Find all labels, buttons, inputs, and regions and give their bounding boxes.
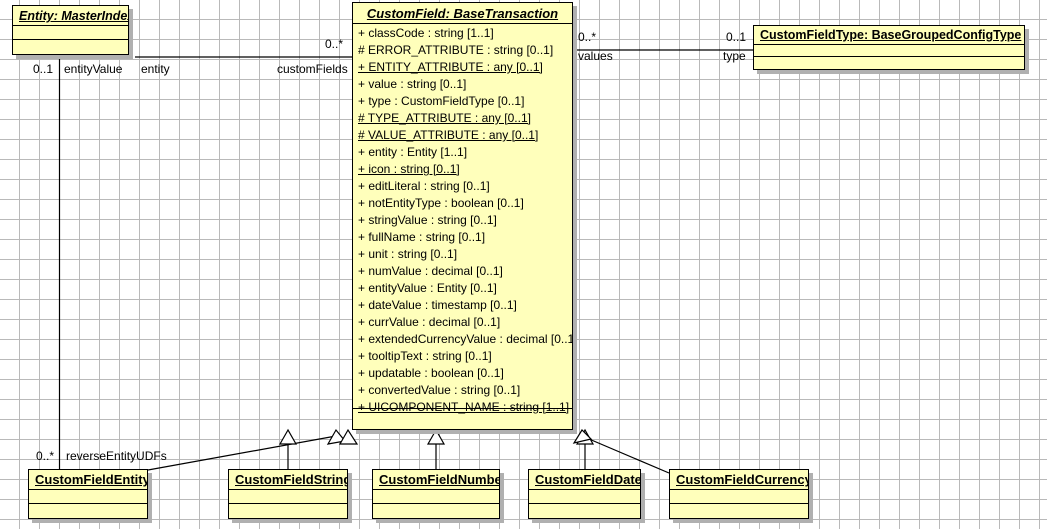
- class-customfielddate-operations: [529, 504, 640, 518]
- class-customfield-basetransaction[interactable]: CustomField: BaseTransaction + classCode…: [352, 2, 573, 430]
- attribute-row: # ERROR_ATTRIBUTE : string [0..1]: [358, 43, 554, 57]
- attribute-row: # TYPE_ATTRIBUTE : any [0..1]: [358, 111, 531, 125]
- attribute-row: + tooltipText : string [0..1]: [358, 349, 492, 363]
- label-customfields-role: customFields: [277, 62, 348, 76]
- attribute-row: + dateValue : timestamp [0..1]: [358, 298, 517, 312]
- class-customfieldentity[interactable]: CustomFieldEntity: [28, 469, 148, 519]
- attribute-row: + unit : string [0..1]: [358, 247, 458, 261]
- class-customfielddate[interactable]: CustomFieldDate: [528, 469, 641, 519]
- attribute-row: + stringValue : string [0..1]: [358, 213, 497, 227]
- class-entity-masterindex-operations: [13, 40, 128, 54]
- class-customfieldnumber-name: CustomFieldNumber: [373, 470, 499, 490]
- class-customfieldcurrency-operations: [670, 504, 808, 518]
- attribute-row: + entityValue : Entity [0..1]: [358, 281, 497, 295]
- label-reverse-multiplicity: 0..*: [36, 449, 55, 463]
- label-values-role: values: [578, 49, 613, 63]
- attribute-row: + currValue : decimal [0..1]: [358, 315, 501, 329]
- label-type-role: type: [723, 49, 746, 63]
- class-customfieldstring-name: CustomFieldString: [229, 470, 347, 490]
- class-customfield-name: CustomField: BaseTransaction: [353, 3, 572, 24]
- attribute-row: + classCode : string [1..1]: [358, 26, 494, 40]
- class-customfieldtype-operations: [754, 57, 1024, 69]
- attribute-row: + ENTITY_ATTRIBUTE : any [0..1]: [358, 60, 543, 74]
- class-customfieldtype-attributes: [754, 45, 1024, 57]
- attribute-row: + fullName : string [0..1]: [358, 230, 486, 244]
- label-type-multiplicity: 0..1: [726, 30, 747, 44]
- attribute-row: + UICOMPONENT_NAME : string [1..1]: [358, 400, 570, 414]
- class-customfieldentity-attributes: [29, 490, 147, 504]
- attribute-row: + type : CustomFieldType [0..1]: [358, 94, 525, 108]
- attribute-row: + numValue : decimal [0..1]: [358, 264, 503, 278]
- attribute-row: + updatable : boolean [0..1]: [358, 366, 504, 380]
- attribute-row: + value : string [0..1]: [358, 77, 467, 91]
- class-customfielddate-attributes: [529, 490, 640, 504]
- attribute-row: # VALUE_ATTRIBUTE : any [0..1]: [358, 128, 539, 142]
- attribute-row: + notEntityType : boolean [0..1]: [358, 196, 524, 210]
- class-customfield-operations: [353, 409, 572, 428]
- label-entityvalue-multiplicity: 0..1: [33, 62, 54, 76]
- class-customfieldtype-basegroupedconfigtype[interactable]: CustomFieldType: BaseGroupedConfigType: [753, 25, 1025, 70]
- class-customfielddate-name: CustomFieldDate: [529, 470, 640, 490]
- class-entity-masterindex-name: Entity: MasterIndex: [13, 6, 128, 26]
- class-customfieldnumber[interactable]: CustomFieldNumber: [372, 469, 500, 519]
- class-entity-masterindex[interactable]: Entity: MasterIndex: [12, 5, 129, 55]
- label-customfields-multiplicity: 0..*: [325, 37, 344, 51]
- class-customfield-attributes: + classCode : string [1..1] # ERROR_ATTRI…: [353, 24, 572, 414]
- class-customfieldtype-name: CustomFieldType: BaseGroupedConfigType: [754, 26, 1024, 45]
- label-entity-role: entity: [141, 62, 170, 76]
- attribute-row: + convertedValue : string [0..1]: [358, 383, 521, 397]
- class-entity-masterindex-attributes: [13, 26, 128, 40]
- class-customfieldentity-name: CustomFieldEntity: [29, 470, 147, 490]
- attribute-row: + extendedCurrencyValue : decimal [0..1]: [358, 332, 572, 346]
- class-customfieldcurrency-name: CustomFieldCurrency: [670, 470, 808, 490]
- label-reverse-role: reverseEntityUDFs: [66, 449, 167, 463]
- class-customfieldstring[interactable]: CustomFieldString: [228, 469, 348, 519]
- class-customfieldcurrency[interactable]: CustomFieldCurrency: [669, 469, 809, 519]
- class-customfieldstring-operations: [229, 504, 347, 518]
- label-values-multiplicity: 0..*: [578, 30, 597, 44]
- attribute-row: + icon : string [0..1]: [358, 162, 460, 176]
- class-customfieldcurrency-attributes: [670, 490, 808, 504]
- label-entityvalue-role: entityValue: [64, 62, 123, 76]
- class-customfieldnumber-attributes: [373, 490, 499, 504]
- class-customfieldentity-operations: [29, 504, 147, 518]
- class-customfieldstring-attributes: [229, 490, 347, 504]
- attribute-row: + entity : Entity [1..1]: [358, 145, 468, 159]
- attribute-row: + editLiteral : string [0..1]: [358, 179, 490, 193]
- class-customfieldnumber-operations: [373, 504, 499, 518]
